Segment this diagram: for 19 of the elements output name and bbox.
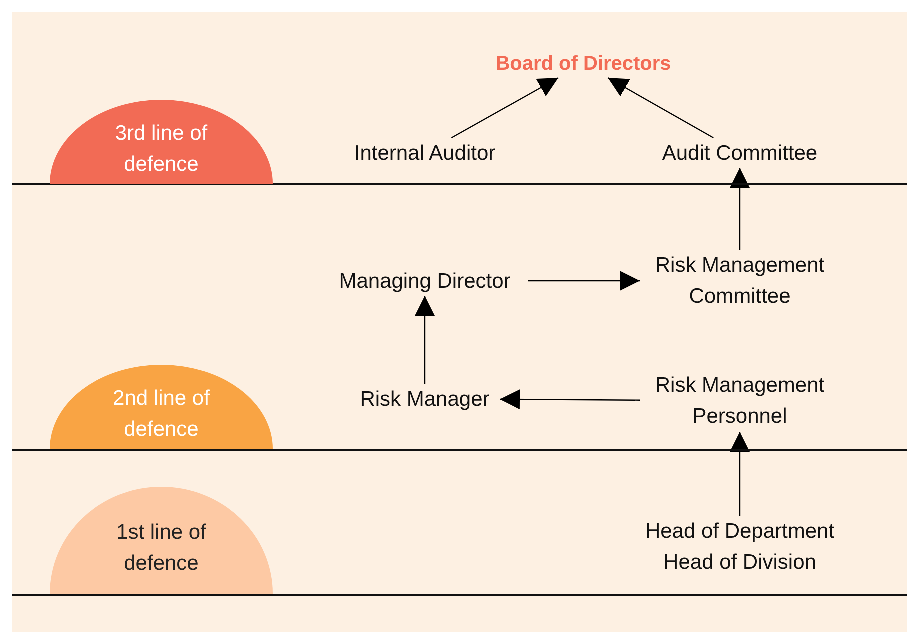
arrow [451, 77, 559, 139]
arrow [500, 390, 640, 410]
arrow [730, 432, 750, 516]
role-label: Managing Director [339, 268, 511, 294]
heading: Board of Directors [496, 52, 672, 76]
arrow [528, 271, 640, 291]
role-label: Internal Auditor [354, 140, 496, 166]
arrow [608, 77, 714, 139]
role-label: Risk Management Personnel [654, 373, 826, 430]
role-label: Head of Division [664, 550, 816, 576]
defence-line-label: 2nd line of defence [112, 386, 211, 443]
role-label: Risk Manager [360, 386, 490, 412]
defence-line-label: 1st line of defence [116, 520, 208, 576]
arrow [415, 296, 435, 384]
arrow [730, 168, 750, 250]
role-label: Audit Committee [662, 140, 818, 166]
role-label: Risk Management Committee [654, 253, 826, 310]
role-label: Head of Department [645, 519, 835, 545]
defence-line-label: 3rd line of defence [114, 121, 209, 178]
